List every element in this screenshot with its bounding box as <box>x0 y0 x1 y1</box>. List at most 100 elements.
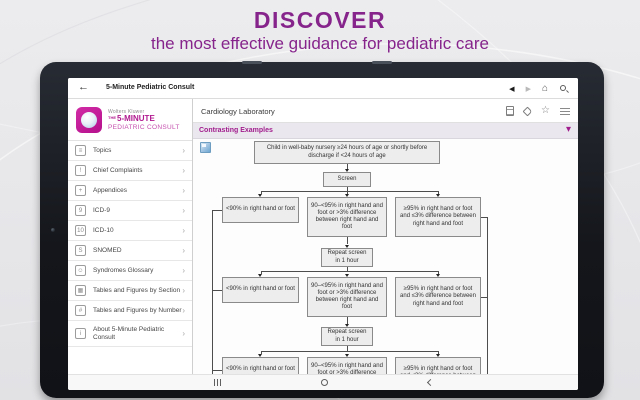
app-logo-icon <box>76 107 102 133</box>
connector-line <box>347 317 348 324</box>
flowchart-arrowhead <box>344 244 349 248</box>
sidebar-item-label: Syndromes Glossary <box>93 266 154 274</box>
content-header: Cardiology Laboratory ☆ <box>193 99 578 123</box>
chevron-right-icon: › <box>182 266 185 275</box>
chevron-down-icon: ▾ <box>565 124 571 135</box>
search-icon[interactable] <box>559 84 569 94</box>
connector-line <box>481 217 487 218</box>
connector-line <box>481 297 487 298</box>
sidebar-item-label: Tables and Figures by Section <box>93 286 181 294</box>
sidebar-item-icd10[interactable]: 10 ICD-10 › <box>68 221 192 241</box>
sidebar-item-about[interactable]: i About 5-Minute Pediatric Consult › <box>68 321 192 347</box>
chevron-right-icon: › <box>182 146 185 155</box>
flowchart-box-fail-3: <90% in right hand or foot <box>222 357 299 374</box>
flowchart-arrowhead <box>344 193 349 197</box>
nav-next-icon[interactable]: ▶ <box>525 85 531 93</box>
connector-line <box>260 191 439 192</box>
flowchart-box-repeat-1: Repeat screen in 1 hour <box>321 248 373 267</box>
figure-thumbnail-icon[interactable] <box>200 142 211 153</box>
chevron-right-icon: › <box>182 306 185 315</box>
flowchart-box-pass-2: ≥95% in right hand or foot and ≤3% diffe… <box>395 277 481 317</box>
tag-icon[interactable] <box>522 106 533 116</box>
tablet-device: ← 5-Minute Pediatric Consult ◀ ▶ ⌂ Wolte… <box>40 61 604 398</box>
back-chevron-icon[interactable] <box>426 378 434 387</box>
sidebar-item-label: ICD-9 <box>93 206 110 214</box>
flowchart-box-entry: Child in well-baby nursery ≥24 hours of … <box>254 141 440 164</box>
content-body: Child in well-baby nursery ≥24 hours of … <box>193 139 578 374</box>
connector-line <box>260 351 262 354</box>
sidebar-item-tables-figures-by-number[interactable]: # Tables and Figures by Number › <box>68 301 192 321</box>
flowchart-box-fail-1: <90% in right hand or foot <box>222 197 299 223</box>
flowchart-box-screen: Screen <box>323 172 371 187</box>
sidebar-item-syndromes-glossary[interactable]: ☺ Syndromes Glossary › <box>68 261 192 281</box>
app-title: 5-Minute Pediatric Consult <box>106 84 195 91</box>
home-icon[interactable]: ⌂ <box>541 82 548 94</box>
sidebar-item-chief-complaints[interactable]: ! Chief Complaints › <box>68 161 192 181</box>
connector-line <box>438 271 439 274</box>
sidebar-item-label: About 5-Minute Pediatric Consult <box>93 326 165 341</box>
connector-line <box>212 290 222 291</box>
about-info-icon: i <box>75 328 86 339</box>
tablet-top-button <box>372 61 392 64</box>
sidebar-item-tables-figures-by-section[interactable]: ▦ Tables and Figures by Section › <box>68 281 192 301</box>
publisher-name: Wolters Kluwer <box>108 109 145 116</box>
chief-complaints-icon: ! <box>75 165 86 176</box>
home-circle-icon[interactable] <box>320 379 328 386</box>
chevron-right-icon: › <box>182 246 185 255</box>
logo-title: THE5-MINUTE <box>108 114 155 124</box>
logo-the: THE <box>108 115 116 121</box>
sidebar-item-icd9[interactable]: 9 ICD-9 › <box>68 201 192 221</box>
sidebar-item-label: Topics <box>93 146 112 154</box>
sidebar-item-appendices[interactable]: + Appendices › <box>68 181 192 201</box>
flowchart-box-borderline-2: 90–<95% in right hand and foot or >3% di… <box>307 277 387 317</box>
back-arrow-icon[interactable]: ← <box>78 81 89 93</box>
chevron-right-icon: › <box>182 206 185 215</box>
globe-sphere-icon <box>81 112 97 128</box>
icd10-icon: 10 <box>75 225 86 236</box>
connector-line <box>438 191 439 194</box>
connector-line <box>260 191 262 194</box>
favorite-star-icon[interactable]: ☆ <box>541 105 550 116</box>
flowchart-box-repeat-2: Repeat screen in 1 hour <box>321 327 373 346</box>
flowchart-arrowhead <box>344 273 349 277</box>
sidebar-item-label: ICD-10 <box>93 226 114 234</box>
outline-list-icon[interactable] <box>560 107 570 115</box>
recent-apps-icon[interactable] <box>213 379 221 386</box>
sidebar-item-snomed[interactable]: S SNOMED › <box>68 241 192 261</box>
content-actions: ☆ <box>506 99 570 123</box>
main-content: Cardiology Laboratory ☆ Contrasting Exam… <box>193 99 578 374</box>
chevron-right-icon: › <box>182 329 185 338</box>
connector-line <box>347 187 348 191</box>
logo-subtitle: PEDIATRIC CONSULT <box>108 123 180 131</box>
icd9-icon: 9 <box>75 205 86 216</box>
connector-line <box>347 164 348 169</box>
headline: DISCOVER <box>253 7 387 33</box>
tablet-front-camera <box>51 228 55 232</box>
tablet-screen: ← 5-Minute Pediatric Consult ◀ ▶ ⌂ Wolte… <box>68 78 578 390</box>
chevron-right-icon: › <box>182 226 185 235</box>
nav-previous-icon[interactable]: ◀ <box>509 85 515 93</box>
flowchart-arrowhead <box>435 273 440 277</box>
sidebar-item-label: Appendices <box>93 186 127 194</box>
notes-icon[interactable] <box>506 106 515 116</box>
flowchart: Child in well-baby nursery ≥24 hours of … <box>207 139 497 374</box>
flowchart-arrowhead <box>258 193 262 197</box>
sidebar-item-topics[interactable]: ≡ Topics › <box>68 141 192 161</box>
chevron-right-icon: › <box>182 166 185 175</box>
section-accordion[interactable]: Contrasting Examples ▾ <box>193 123 578 139</box>
flowchart-box-borderline-3: 90–<95% in right hand and foot or >3% di… <box>307 357 387 374</box>
flowchart-arrowhead <box>258 273 262 277</box>
connector-line <box>438 351 439 354</box>
connector-line <box>260 271 439 272</box>
connector-line <box>347 267 348 271</box>
android-nav-bar <box>68 374 578 390</box>
connector-line <box>347 237 348 244</box>
app-bar: ← 5-Minute Pediatric Consult ◀ ▶ ⌂ <box>68 78 578 99</box>
app-bar-actions: ◀ ▶ ⌂ <box>509 78 569 99</box>
sidebar-menu: ≡ Topics › ! Chief Complaints › + Append… <box>68 141 192 347</box>
connector-line <box>260 351 439 352</box>
flowchart-arrowhead <box>344 168 349 172</box>
chevron-right-icon: › <box>182 186 185 195</box>
connector-line <box>347 346 348 351</box>
page-title: Cardiology Laboratory <box>201 107 275 116</box>
